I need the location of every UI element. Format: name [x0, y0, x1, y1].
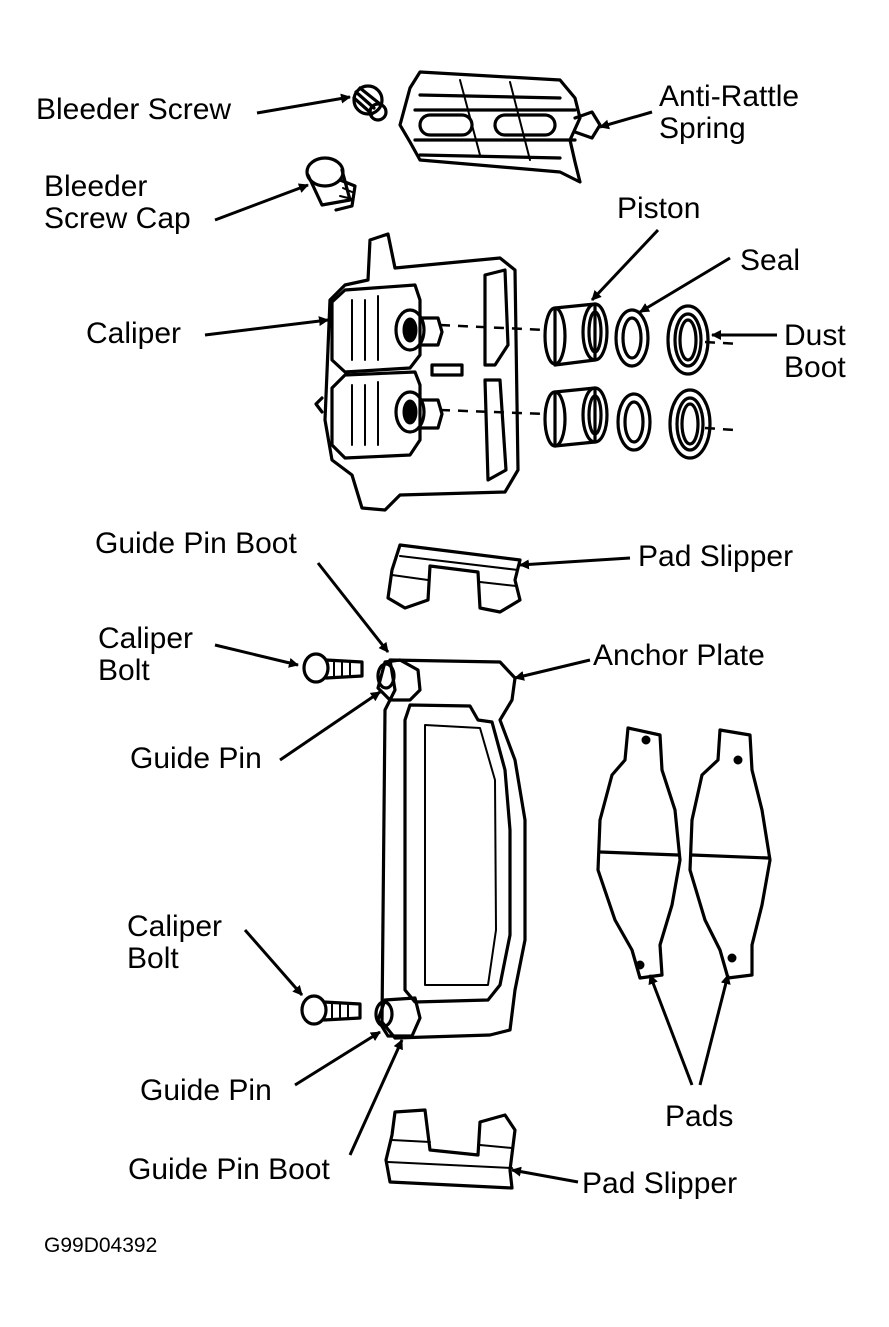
label-bleeder-screw: Bleeder Screw — [36, 93, 232, 126]
label-pads: Pads — [665, 1100, 734, 1133]
label-caliper-bolt-top: Caliper Bolt — [98, 623, 193, 687]
label-pad-slipper-bottom: Pad Slipper — [582, 1167, 738, 1200]
label-caliper-bolt-bottom: Caliper Bolt — [127, 911, 222, 975]
label-guide-pin-bottom: Guide Pin — [140, 1074, 272, 1107]
label-guide-pin-top: Guide Pin — [130, 742, 262, 775]
caliper-part — [314, 232, 520, 512]
piston-part — [543, 302, 609, 448]
label-piston: Piston — [617, 192, 701, 225]
label-dust-boot-line1: Dust — [784, 319, 846, 352]
pad-slipper-bottom-part — [384, 1108, 517, 1190]
label-caliper-bolt-top-line2: Bolt — [98, 654, 150, 687]
label-caliper-bolt-bottom-line2: Bolt — [127, 942, 179, 975]
caliper-bolt-bottom-part — [300, 994, 362, 1026]
label-anti-rattle-spring-line1: Anti-Rattle — [659, 80, 800, 113]
label-anti-rattle-spring: Anti-Rattle Spring — [659, 81, 799, 145]
label-anti-rattle-spring-line2: Spring — [659, 112, 746, 145]
anchor-plate-part — [374, 658, 527, 1040]
label-anchor-plate: Anchor Plate — [593, 639, 765, 672]
label-bleeder-screw-cap-line1: Bleeder — [44, 170, 148, 203]
seal-part — [614, 308, 652, 452]
pad-slipper-top-part — [386, 543, 522, 614]
label-pad-slipper-top: Pad Slipper — [638, 540, 794, 573]
dust-boot-part — [666, 304, 712, 460]
label-guide-pin-boot-bottom: Guide Pin Boot — [128, 1153, 330, 1186]
caliper-bolt-top-part — [302, 652, 364, 684]
label-dust-boot-line2: Boot — [784, 351, 846, 384]
label-caliper-bolt-bottom-line1: Caliper — [127, 910, 223, 943]
figure-code: G99D04392 — [44, 1234, 158, 1257]
label-bleeder-screw-cap: Bleeder Screw Cap — [44, 171, 191, 235]
label-dust-boot: Dust Boot — [784, 320, 846, 384]
bleeder-screw-part — [352, 84, 388, 122]
label-caliper: Caliper — [86, 317, 182, 350]
label-caliper-bolt-top-line1: Caliper — [98, 622, 194, 655]
bleeder-screw-cap-part — [305, 156, 357, 212]
label-seal: Seal — [740, 244, 801, 277]
pads-part — [596, 726, 772, 980]
label-guide-pin-boot-top: Guide Pin Boot — [95, 527, 297, 560]
label-bleeder-screw-cap-line2: Screw Cap — [44, 202, 191, 235]
leader-arrows — [204, 93, 777, 1184]
anti-rattle-spring-part — [398, 70, 602, 184]
